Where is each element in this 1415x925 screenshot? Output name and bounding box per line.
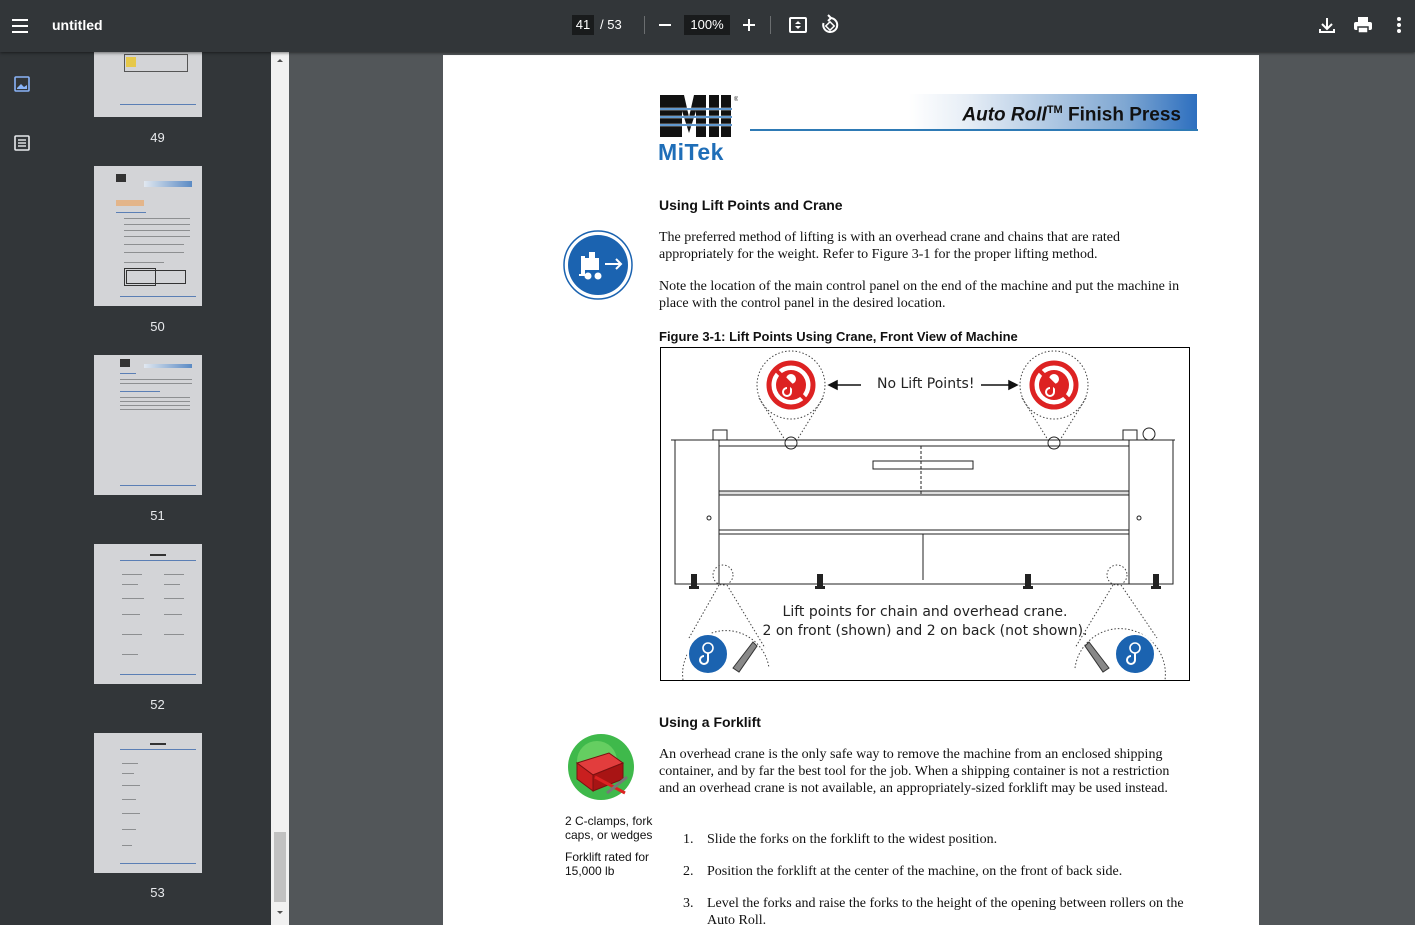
lift-callout-right (1074, 564, 1166, 680)
machine-diagram (671, 350, 1175, 680)
no-lift-label: No Lift Points! (877, 376, 975, 392)
figure-caption: Figure 3-1: Lift Points Using Crane, Fro… (659, 329, 1018, 344)
step-number: 2. (683, 864, 694, 879)
svg-text:®: ® (734, 96, 738, 103)
no-lift-callout-left (756, 350, 826, 441)
side-note-forklift: Forklift rated for 15,000 lb (565, 850, 650, 878)
mitek-wordmark: MiTek (658, 139, 724, 165)
no-lift-callout-right (1019, 350, 1089, 441)
scroll-down-icon[interactable] (271, 907, 289, 919)
page-thumbnail-49[interactable] (94, 52, 202, 117)
banner-title: Auto RollTM Finish Press (962, 104, 1181, 126)
step-text: Slide the forks on the forklift to the w… (707, 832, 998, 847)
lift-callout-left (682, 564, 770, 680)
scroll-up-icon[interactable] (271, 54, 289, 66)
zoom-out-icon[interactable] (654, 14, 676, 36)
pdf-toolbar: untitled 41 / 53 100% (0, 0, 1415, 52)
pdf-page: ® MiTek Auto RollTM Finish Press Using L… (443, 55, 1259, 925)
page-thumbnail-52[interactable] (94, 544, 202, 684)
figure-lift-points: No Lift Points! Lift points for chain an… (660, 347, 1190, 681)
side-note-clamps: 2 C-clamps, fork caps, or wedges (565, 814, 653, 842)
page-thumbnail-53[interactable] (94, 733, 202, 873)
step-number: 1. (683, 832, 694, 847)
paragraph-lift-1: The preferred method of lifting is with … (659, 230, 1121, 262)
page-thumbnail-50[interactable] (94, 166, 202, 306)
header-rule (750, 129, 1198, 131)
toolbar-divider (770, 16, 771, 34)
sidebar-rail (0, 52, 44, 925)
outline-view-icon[interactable] (12, 133, 32, 153)
thumbnail-label: 51 (150, 508, 165, 523)
thumbnail-panel: 49 50 51 (44, 52, 271, 925)
page-thumbnail-51[interactable] (94, 355, 202, 495)
toolbox-icon (567, 733, 637, 803)
document-title: untitled (52, 17, 103, 33)
rotate-icon[interactable] (819, 14, 841, 36)
zoom-level-input[interactable]: 100% (684, 15, 730, 35)
forklift-mandatory-icon (563, 230, 633, 300)
download-icon[interactable] (1316, 14, 1338, 36)
thumbnail-scrollbar[interactable] (271, 52, 289, 925)
print-icon[interactable] (1352, 14, 1374, 36)
thumbnail-label: 53 (150, 885, 165, 900)
page-total: / 53 (600, 17, 622, 32)
paragraph-forklift: An overhead crane is the only safe way t… (659, 747, 1170, 796)
zoom-in-icon[interactable] (738, 14, 760, 36)
step-number: 3. (683, 896, 694, 911)
lift-label-line2: 2 on front (shown) and 2 on back (not sh… (762, 623, 1088, 639)
thumbnail-label: 49 (150, 130, 165, 145)
section-heading-forklift: Using a Forklift (659, 714, 761, 730)
toolbar-divider (644, 16, 645, 34)
section-heading-lift: Using Lift Points and Crane (659, 197, 843, 213)
thumbnail-label: 50 (150, 319, 165, 334)
more-vert-icon[interactable] (1388, 14, 1410, 36)
thumbnail-label: 52 (150, 697, 165, 712)
step-text: Position the forklift at the center of t… (707, 864, 1123, 879)
scrollbar-thumb[interactable] (274, 832, 286, 902)
hamburger-menu-icon[interactable] (8, 13, 34, 39)
fit-page-icon[interactable] (787, 14, 809, 36)
mitek-logo: ® (658, 93, 739, 165)
lift-label-line1: Lift points for chain and overhead crane… (782, 604, 1068, 620)
header-banner: Auto RollTM Finish Press (909, 94, 1197, 131)
thumbnail-view-icon[interactable] (12, 74, 32, 94)
page-number-input[interactable]: 41 (572, 15, 594, 35)
step-text: Level the forks and raise the forks to t… (707, 896, 1184, 925)
paragraph-lift-2: Note the location of the main control pa… (659, 279, 1180, 311)
